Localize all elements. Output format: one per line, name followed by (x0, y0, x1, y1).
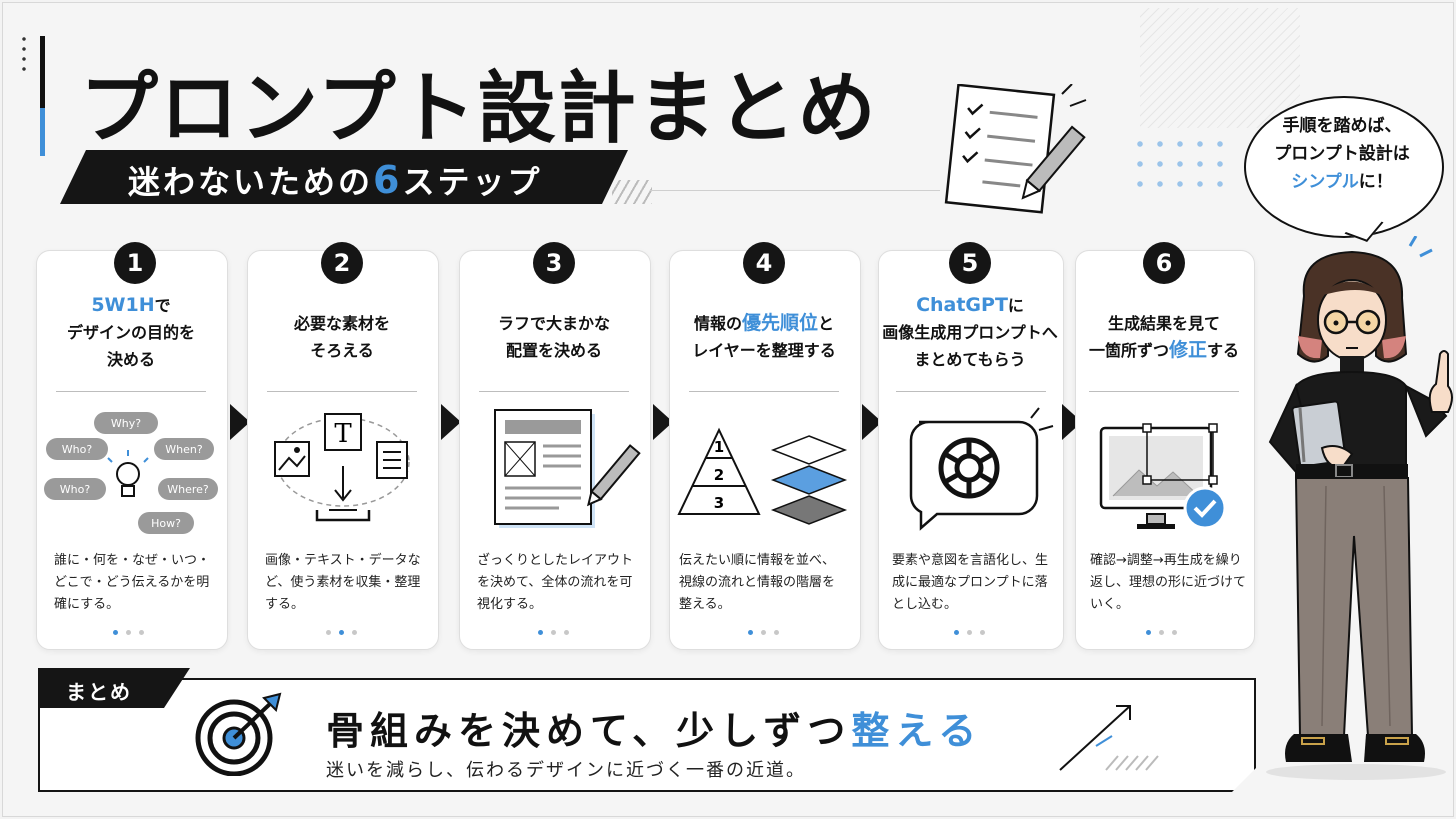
hand-pointing-icon (1428, 350, 1453, 413)
bubble-when: When? (165, 443, 203, 456)
step-arrow-3 (653, 404, 673, 440)
summary-sub-text: 迷いを減らし、伝わるデザインに近づく一番の近道。 (326, 760, 806, 781)
summary-main-text: 骨組みを決めて、少しずつ整える (326, 709, 983, 753)
bubble-who-2: Who? (60, 483, 91, 496)
page-title: プロンプト設計まとめ (80, 64, 878, 154)
step-dots-4 (748, 630, 788, 636)
bubble-who-1: Who? (62, 443, 93, 456)
step-title-3: ラフで大まかな 配置を決める (497, 314, 610, 360)
step-dots-2 (326, 630, 366, 636)
bubble-where: Where? (167, 483, 209, 496)
checklist-icon (944, 84, 1087, 214)
step-number-4: 4 (743, 242, 785, 284)
page-subtitle: 迷わないための6ステップ (128, 158, 543, 202)
check-badge-icon (1183, 486, 1227, 530)
target-icon (195, 692, 282, 776)
step-arrow-1 (230, 404, 250, 440)
layers-icon (770, 435, 848, 525)
title-accent-bar-blue (40, 108, 45, 156)
speech-bubble (1244, 96, 1444, 238)
step-arrow-4 (862, 404, 882, 440)
pyramid-icon: 1 2 3 (677, 427, 761, 515)
step-dots-5 (954, 630, 994, 636)
lightbulb-icon (107, 450, 149, 497)
step-dots-6 (1146, 630, 1186, 636)
step-number-1: 1 (114, 242, 156, 284)
arrow-icon (1059, 705, 1159, 771)
step-dots-1 (113, 630, 153, 636)
document-icon (376, 441, 408, 479)
step-divider-2 (267, 391, 417, 392)
step-desc-3: ざっくりとしたレイアウトを決めて、全体の流れを可視化する。 (477, 553, 634, 612)
pencil-icon (586, 444, 641, 507)
svg-text:2: 2 (714, 466, 724, 484)
subtitle-number: 6 (373, 158, 403, 202)
step-number-3: 3 (533, 242, 575, 284)
step-title-2: 必要な素材を そろえる (293, 314, 390, 360)
revision-illustration (1099, 423, 1227, 530)
summary-tab (38, 668, 190, 708)
step-title-4: 情報の優先順位と レイヤーを整理する (692, 312, 836, 360)
step-desc-5: 要素や意図を言語化し、生成に最適なプロンプトに落とし込む。 (892, 553, 1049, 612)
chatgpt-logo-icon (938, 437, 1000, 499)
step-title-1: 5W1Hで デザインの目的を 決める (66, 294, 195, 369)
svg-text:1: 1 (714, 438, 724, 456)
step-number-6: 6 (1143, 242, 1185, 284)
step-title-6: 生成結果を見て 一箇所ずつ修正する (1088, 314, 1240, 361)
step-divider-6 (1089, 391, 1239, 392)
summary-tab-label: まとめ (66, 680, 132, 704)
svg-text:T: T (334, 419, 352, 449)
step-divider-5 (896, 391, 1046, 392)
bubble-why: Why? (111, 417, 141, 430)
step-title-5: ChatGPTに 画像生成用プロンプトへ まとめてもらう (882, 294, 1058, 369)
step-divider-4 (689, 391, 839, 392)
step-number-5: 5 (949, 242, 991, 284)
step-desc-4: 伝えたい順に情報を並べ、視線の流れと情報の階層を整える。 (679, 553, 836, 612)
step-divider-3 (479, 391, 629, 392)
decor-line (650, 190, 940, 191)
wireframe-icon (494, 409, 641, 528)
step-desc-2: 画像・テキスト・データなど、使う素材を収集・整理する。 (265, 553, 421, 612)
trousers (1294, 477, 1414, 737)
step-desc-6: 確認→調整→再生成を繰り返し、理想の形に近づけていく。 (1090, 553, 1247, 612)
step-dots-3 (538, 630, 578, 636)
step-number-2: 2 (321, 242, 363, 284)
image-icon (274, 441, 310, 477)
speech-bubble-text: 手順を踏めば、 プロンプト設計は シンプルに！ (1274, 116, 1410, 192)
decor-slashes (612, 180, 652, 204)
title-accent-bar (40, 36, 45, 156)
hierarchy-illustration: 1 2 3 (677, 427, 848, 525)
step-divider-1 (56, 391, 206, 392)
pencil-icon (1021, 125, 1086, 200)
subtitle-band (60, 150, 628, 204)
step-card-3 (459, 250, 651, 650)
hatch-pattern (1140, 8, 1300, 128)
decor-dot-grid (1130, 134, 1234, 196)
text-icon: T (324, 413, 362, 451)
materials-illustration: T (274, 413, 410, 522)
monitor-icon (1099, 426, 1213, 529)
decor-dots (22, 34, 26, 74)
svg-text:3: 3 (714, 494, 724, 512)
tray-icon (315, 509, 371, 522)
bubble-how: How? (151, 517, 181, 530)
shoes (1285, 734, 1425, 762)
woman-illustration (1266, 236, 1453, 780)
step-desc-1: 誰に・何を・なぜ・いつ・どこで・どう伝えるかを明確にする。 (54, 553, 211, 612)
chat-illustration (909, 407, 1054, 531)
question-bubbles-illustration: Why? Who? When? Who? Where? How? (44, 412, 218, 534)
step-arrow-2 (441, 404, 461, 440)
